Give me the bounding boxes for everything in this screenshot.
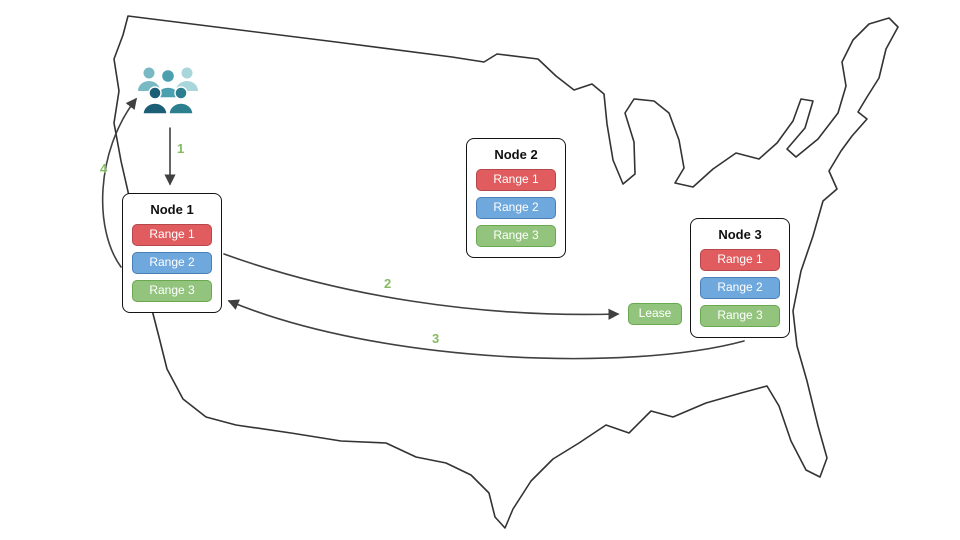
- users-group-icon-svg: [138, 67, 198, 115]
- arrow-label-3: 3: [432, 331, 440, 346]
- user-front-right: [168, 86, 194, 115]
- user-front-left: [142, 86, 168, 115]
- node-2-range-2: Range 2: [476, 197, 556, 219]
- node-3-range-1: Range 1: [700, 249, 780, 271]
- arrow-label-2: 2: [384, 276, 392, 291]
- node-1-title: Node 1: [150, 202, 194, 217]
- node-1-range-1: Range 1: [132, 224, 212, 246]
- node-2-range-3: Range 3: [476, 225, 556, 247]
- node-2-range-1: Range 1: [476, 169, 556, 191]
- node-3-range-2: Range 2: [700, 277, 780, 299]
- node-3-range-3: Range 3: [700, 305, 780, 327]
- node-1-range-2: Range 2: [132, 252, 212, 274]
- node-2: Node 2 Range 1 Range 2 Range 3: [466, 138, 566, 258]
- users-group-icon: [136, 62, 200, 120]
- us-map-outline: [113, 15, 899, 529]
- node-2-title: Node 2: [494, 147, 538, 162]
- node-3: Node 3 Range 1 Range 2 Range 3: [690, 218, 790, 338]
- arrow-label-4: 4: [100, 161, 108, 176]
- node-1: Node 1 Range 1 Range 2 Range 3: [122, 193, 222, 313]
- node-1-range-3: Range 3: [132, 280, 212, 302]
- arrow-3-node3-to-node1: [227, 299, 745, 360]
- lease-badge: Lease: [628, 303, 682, 325]
- arrow-label-1: 1: [177, 141, 185, 156]
- arrow-2-node1-to-lease: [223, 253, 620, 320]
- arrow-4-node1-to-users: [101, 97, 137, 268]
- node-3-title: Node 3: [718, 227, 762, 242]
